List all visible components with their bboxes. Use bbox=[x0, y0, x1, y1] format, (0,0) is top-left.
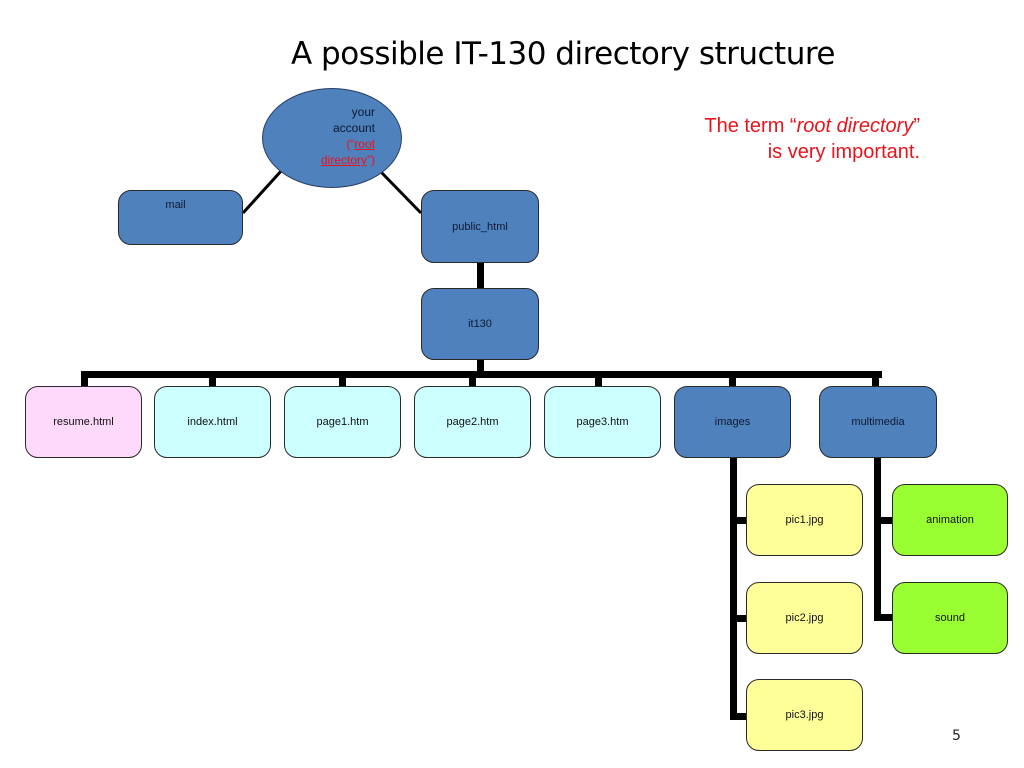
connector-images-trunk bbox=[730, 458, 737, 720]
drop-page3 bbox=[595, 371, 602, 387]
drop-multimedia bbox=[872, 371, 879, 387]
connector-it130-down bbox=[477, 359, 484, 373]
file-page3-htm[interactable]: page3.htm bbox=[544, 386, 661, 458]
file-pic2-jpg[interactable]: pic2.jpg bbox=[746, 582, 863, 654]
file-pic3-jpg[interactable]: pic3.jpg bbox=[746, 679, 863, 751]
drop-page1 bbox=[339, 371, 346, 387]
drop-page2 bbox=[469, 371, 476, 387]
connector-public-html-it130 bbox=[477, 262, 484, 289]
folder-public-html[interactable]: public_html bbox=[421, 190, 539, 263]
connector-it130-bus bbox=[81, 371, 882, 378]
page-number: 5 bbox=[952, 728, 961, 744]
root-link[interactable]: root bbox=[354, 137, 375, 151]
note-emphasis: root directory bbox=[796, 115, 914, 137]
drop-resume bbox=[81, 371, 88, 387]
note-line-2: is very important. bbox=[767, 141, 920, 163]
branch-pic1 bbox=[730, 517, 747, 524]
branch-pic3 bbox=[730, 713, 747, 720]
folder-mail[interactable]: mail bbox=[118, 190, 243, 245]
folder-images[interactable]: images bbox=[674, 386, 791, 458]
connector-root-public-html bbox=[379, 170, 423, 215]
connector-multimedia-trunk bbox=[874, 458, 881, 621]
drop-index bbox=[209, 371, 216, 387]
drop-images bbox=[729, 371, 736, 387]
directory-link[interactable]: directory bbox=[320, 153, 367, 167]
file-page2-htm[interactable]: page2.htm bbox=[414, 386, 531, 458]
file-resume-html[interactable]: resume.html bbox=[25, 386, 142, 458]
slide-title: A possible IT-130 directory structure bbox=[291, 36, 836, 72]
root-directory-node[interactable] bbox=[262, 88, 402, 188]
file-pic1-jpg[interactable]: pic1.jpg bbox=[746, 484, 863, 556]
branch-sound bbox=[874, 614, 893, 621]
branch-pic2 bbox=[730, 615, 747, 622]
branch-animation bbox=[874, 517, 893, 524]
root-directory-label: your account (“root directory”) bbox=[320, 105, 375, 167]
root-directory-note: The term “root directory” is very import… bbox=[704, 113, 920, 165]
file-page1-htm[interactable]: page1.htm bbox=[284, 386, 401, 458]
file-index-html[interactable]: index.html bbox=[154, 386, 271, 458]
folder-it130[interactable]: it130 bbox=[421, 288, 539, 360]
connector-root-mail bbox=[241, 168, 284, 215]
folder-multimedia[interactable]: multimedia bbox=[819, 386, 937, 458]
file-animation[interactable]: animation bbox=[892, 484, 1008, 556]
file-sound[interactable]: sound bbox=[892, 582, 1008, 654]
note-line-1: The term “root directory” bbox=[704, 115, 920, 137]
